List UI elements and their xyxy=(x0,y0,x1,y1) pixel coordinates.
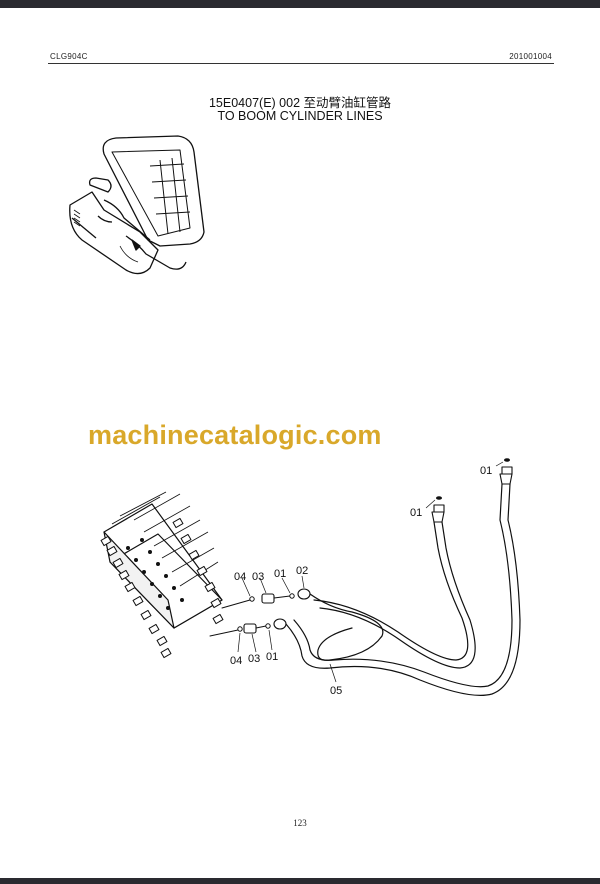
page-number: 123 xyxy=(293,818,307,828)
callout-03-lower: 03 xyxy=(248,653,260,665)
callout-01-upper-right: 01 xyxy=(480,465,492,477)
header-code: 201001004 xyxy=(509,52,552,61)
leader-lines xyxy=(237,461,504,683)
machine-overview-diagram xyxy=(69,135,205,275)
bottom-bar xyxy=(0,878,600,884)
callout-04-lower: 04 xyxy=(230,655,242,667)
callout-01-lower: 01 xyxy=(266,651,278,663)
header-model: CLG904C xyxy=(50,52,88,61)
callout-03-upper: 03 xyxy=(252,571,264,583)
fittings-and-hoses xyxy=(209,458,521,696)
page-subtitle: TO BOOM CYLINDER LINES xyxy=(217,109,383,123)
control-valve-block xyxy=(100,491,224,659)
callout-05: 05 xyxy=(330,685,342,697)
top-bar xyxy=(0,0,600,8)
callout-02: 02 xyxy=(296,565,308,577)
callout-04-upper: 04 xyxy=(234,571,246,583)
page-title: 15E0407(E) 002 至动臂油缸管路 xyxy=(208,96,391,110)
callout-01-upper-left: 01 xyxy=(410,507,422,519)
header-rule xyxy=(48,63,554,64)
watermark: machinecatalogic.com xyxy=(88,420,382,450)
callout-01-upper: 01 xyxy=(274,568,286,580)
